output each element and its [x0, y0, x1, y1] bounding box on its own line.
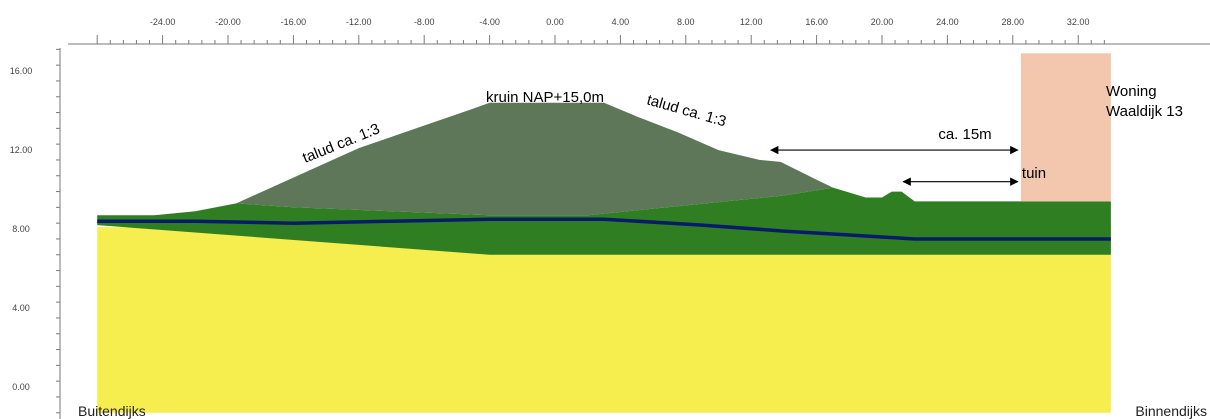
- x-axis-tick-label: 20.00: [871, 17, 894, 27]
- distance-15m-label: ca. 15m: [938, 126, 991, 143]
- dike-body: [236, 102, 833, 216]
- x-axis-tick-label: -20.00: [215, 17, 241, 27]
- x-axis-tick-label: 24.00: [936, 17, 959, 27]
- inner-side-label: Binnendijks: [1135, 403, 1207, 419]
- x-axis-tick-label: 12.00: [740, 17, 763, 27]
- x-axis-tick-label: 8.00: [677, 17, 695, 27]
- house-block: [1020, 53, 1111, 202]
- x-axis-tick-label: 4.00: [612, 17, 630, 27]
- crest-label: kruin NAP+15,0m: [486, 89, 604, 106]
- y-axis-ruler: 0.00 4.00 8.00 12.00 16.00: [10, 48, 61, 419]
- x-axis-tick-label: -4.00: [479, 17, 500, 27]
- x-axis-ruler: -24.00 -20.00 -16.00 -12.00 -8.00 -4.00 0.00 4.…: [68, 17, 1210, 45]
- house-label-line2: Waaldijk 13: [1106, 103, 1183, 120]
- x-axis-tick-label: 0.00: [546, 17, 564, 27]
- x-axis-tick-label: -16.00: [281, 17, 307, 27]
- garden-label: tuin: [1022, 165, 1046, 182]
- x-axis-tick-label: -8.00: [414, 17, 435, 27]
- y-axis-tick-label: 4.00: [12, 303, 30, 313]
- house-label-line1: Woning: [1106, 83, 1157, 100]
- x-axis-tick-label: 28.00: [1002, 17, 1025, 27]
- phreatic-line: [97, 217, 1111, 241]
- y-axis-tick-label: 0.00: [12, 382, 30, 392]
- x-axis-tick-label: -24.00: [150, 17, 176, 27]
- y-axis-tick-label: 16.00: [10, 66, 33, 76]
- outer-side-label: Buitendijks: [78, 403, 146, 419]
- x-axis-tick-label: 32.00: [1067, 17, 1090, 27]
- subsoil-layer: [97, 227, 1111, 413]
- x-axis-tick-label: -12.00: [346, 17, 372, 27]
- clay-soil-layer: [97, 187, 1111, 255]
- y-axis-tick-label: 8.00: [12, 224, 30, 234]
- x-axis-tick-label: 16.00: [805, 17, 828, 27]
- y-axis-tick-label: 12.00: [10, 145, 33, 155]
